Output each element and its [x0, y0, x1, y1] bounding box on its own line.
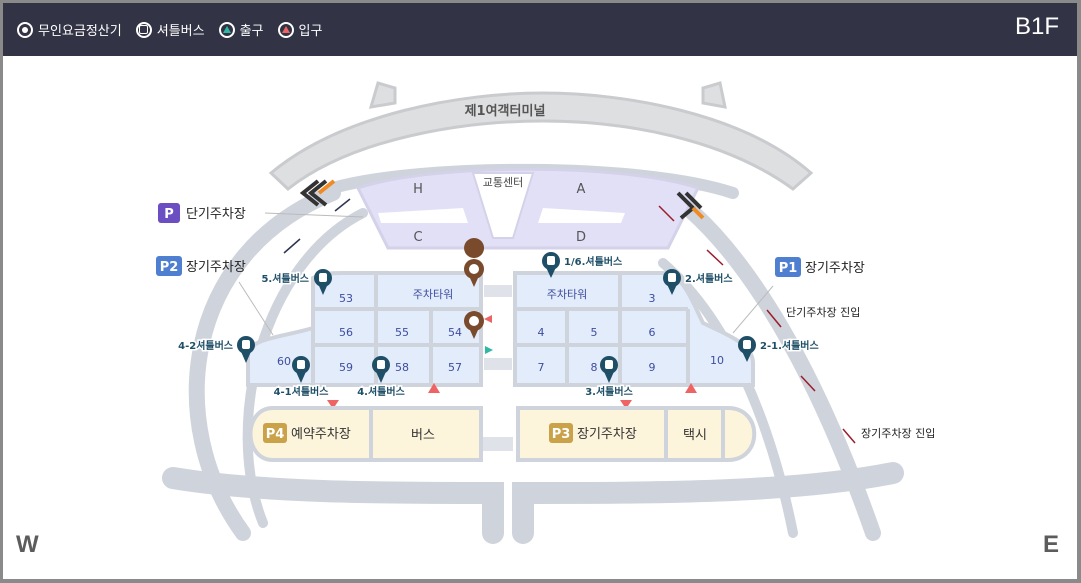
- p1-label: 장기주차장: [805, 261, 865, 276]
- legend-label: 출구: [239, 24, 264, 39]
- arrow-red-icon: [658, 205, 856, 444]
- shuttle-bus-icon: [135, 21, 152, 38]
- p4-badge-label: P4: [266, 427, 285, 442]
- zone-59: 59: [339, 361, 353, 374]
- legend-item-kiosk: 무인요금정산기: [17, 20, 122, 39]
- p1-parking-label[interactable]: P1 장기주차장: [732, 257, 865, 334]
- shuttle-pin-4[interactable]: [372, 356, 390, 383]
- zone-53: 53: [339, 292, 353, 305]
- zone-56: 56: [339, 326, 353, 339]
- p4-badge: [263, 423, 287, 443]
- taxi-zone-label: 택시: [683, 428, 707, 443]
- payment-kiosk-pin[interactable]: [464, 238, 485, 287]
- east-tower-label: 주차타워: [547, 288, 587, 301]
- chevron-left-icon: [299, 179, 336, 207]
- shuttle-pin-1-6[interactable]: [542, 252, 560, 278]
- zone-10: 10: [710, 354, 724, 367]
- long-term-entry-label: 장기주차장 진입: [861, 427, 935, 440]
- shuttle-pin-5[interactable]: [314, 269, 332, 295]
- zone-3: 3: [649, 292, 656, 305]
- map-frame: 무인요금정산기 셔틀버스 출구 입구 B1F: [3, 3, 1077, 579]
- p1-badge: P1: [779, 261, 798, 276]
- legend-item-exit: 출구: [218, 20, 264, 39]
- shuttle-label: 2-1.셔틀버스: [760, 339, 819, 352]
- entrance-marker: [620, 400, 632, 409]
- zone-57: 57: [448, 361, 462, 374]
- zone-4: 4: [538, 326, 545, 339]
- shuttle-pin-2[interactable]: [663, 269, 681, 295]
- shuttle-pin-4-1[interactable]: [292, 356, 310, 383]
- legend-item-shuttle: 셔틀버스: [135, 20, 205, 39]
- compass-east: E: [1043, 531, 1060, 558]
- zone-5: 5: [591, 326, 598, 339]
- shuttle-label: 2.셔틀버스: [685, 272, 733, 285]
- transport-center-label: 교통센터: [483, 176, 523, 189]
- transport-center[interactable]: [355, 167, 701, 250]
- exit-marker: [485, 346, 493, 354]
- legend-item-entrance: 입구: [277, 20, 323, 39]
- entrance-marker: [428, 383, 440, 393]
- payment-kiosk-pin[interactable]: [464, 311, 484, 339]
- short-term-entry-label: 단기주차장 진입: [786, 306, 860, 319]
- entrance-marker: [484, 315, 492, 323]
- chevron-right-icon: [676, 191, 705, 220]
- shuttle-labels: 5.셔틀버스 4-2셔틀버스 4-1셔틀버스 4.셔틀버스 1/6.셔틀버스 2…: [177, 254, 821, 400]
- terminal-label: 제1여객터미널: [465, 103, 546, 119]
- shuttle-label: 3.셔틀버스: [585, 385, 633, 398]
- p4-label: 예약주차장: [291, 427, 351, 442]
- p-badge: P: [164, 207, 174, 222]
- west-parking-block: 주차타워 53 56 55 54 60 59 58 57: [246, 271, 483, 387]
- p2-badge: P2: [160, 260, 179, 275]
- floor-indicator: B1F: [1014, 13, 1059, 40]
- arrow-navy-icon: [283, 198, 351, 254]
- shuttle-label: 4-1셔틀버스: [274, 385, 329, 398]
- short-term-label: 단기주차장: [186, 207, 246, 222]
- gate-a: A: [577, 182, 586, 197]
- zone-6: 6: [649, 326, 656, 339]
- zone-54: 54: [448, 326, 462, 339]
- shuttle-label: 1/6.셔틀버스: [564, 255, 622, 268]
- bus-zone-label: 버스: [411, 428, 435, 443]
- entrance-marker: [327, 400, 339, 409]
- payment-kiosk-icon: [17, 21, 33, 38]
- east-lower-block: P3 장기주차장 택시: [516, 406, 757, 462]
- shuttle-label: 4.셔틀버스: [357, 385, 405, 398]
- gate-c: C: [413, 230, 422, 245]
- shuttle-pin-3[interactable]: [600, 356, 618, 383]
- zone-58: 58: [395, 361, 409, 374]
- east-parking-block: 주차타워 3 4 5 6 7 8 9 10: [513, 271, 755, 387]
- p3-badge-label: P3: [552, 427, 571, 442]
- entrance-marker: [685, 383, 697, 393]
- zone-8: 8: [591, 361, 598, 374]
- west-lower-block: P4 예약주차장 버스: [248, 406, 483, 462]
- west-tower-label: 주차타워: [413, 288, 453, 301]
- shuttle-pins: [237, 252, 756, 383]
- legend-label: 셔틀버스: [156, 24, 205, 39]
- legend: 무인요금정산기 셔틀버스 출구 입구: [17, 3, 322, 56]
- p2-label: 장기주차장: [186, 260, 246, 275]
- zone-55: 55: [395, 326, 409, 339]
- exit-icon: [218, 21, 235, 38]
- shuttle-label: 4-2셔틀버스: [178, 339, 233, 352]
- shuttle-label: 5.셔틀버스: [261, 272, 309, 285]
- shuttle-pin-2-1[interactable]: [738, 336, 756, 362]
- gate-h: H: [413, 182, 423, 197]
- legend-label: 입구: [298, 24, 323, 39]
- zone-9: 9: [649, 361, 656, 374]
- p2-parking-label[interactable]: P2 장기주차장: [156, 256, 274, 336]
- short-term-parking-label[interactable]: P 단기주차장: [158, 203, 364, 223]
- p3-badge: [549, 423, 573, 443]
- terminal-building: [268, 91, 814, 191]
- shuttle-pin-4-2[interactable]: [237, 336, 255, 363]
- compass-west: W: [16, 531, 39, 558]
- parking-map: 제1여객터미널 교통센터 H A C D: [156, 81, 935, 544]
- zone-60: 60: [277, 355, 291, 368]
- gate-d: D: [576, 230, 586, 245]
- p3-label: 장기주차장: [577, 427, 637, 442]
- zone-7: 7: [538, 361, 545, 374]
- legend-label: 무인요금정산기: [38, 24, 122, 39]
- top-bar: 무인요금정산기 셔틀버스 출구 입구 B1F: [3, 3, 1077, 56]
- entrance-icon: [277, 21, 294, 38]
- crosswalks: [483, 285, 513, 451]
